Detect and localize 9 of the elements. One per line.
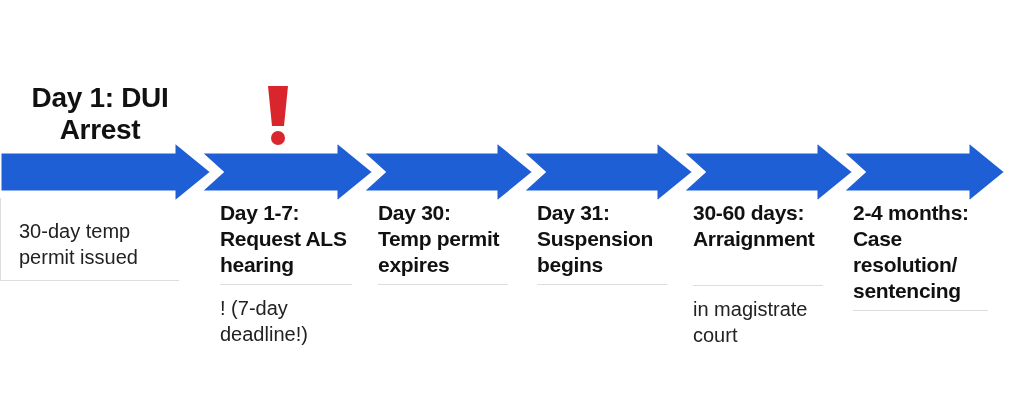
stage-title: Day 1-7: Request ALS hearing bbox=[220, 200, 352, 285]
stage-note: ! (7-day deadline!) bbox=[220, 296, 309, 347]
stage-title: Day 31: Suspension begins bbox=[537, 200, 667, 285]
stage-title: 2-4 months: Case resolution/ sentencing bbox=[853, 200, 988, 311]
stage-note: 30-day temp permit issued bbox=[0, 198, 179, 281]
stage-title: Day 30: Temp permit expires bbox=[378, 200, 508, 285]
stage-title: Day 1: DUI Arrest bbox=[30, 82, 170, 147]
stage-note: in magistrate court bbox=[693, 297, 809, 348]
stage-title: 30-60 days: Arraignment bbox=[693, 200, 823, 286]
